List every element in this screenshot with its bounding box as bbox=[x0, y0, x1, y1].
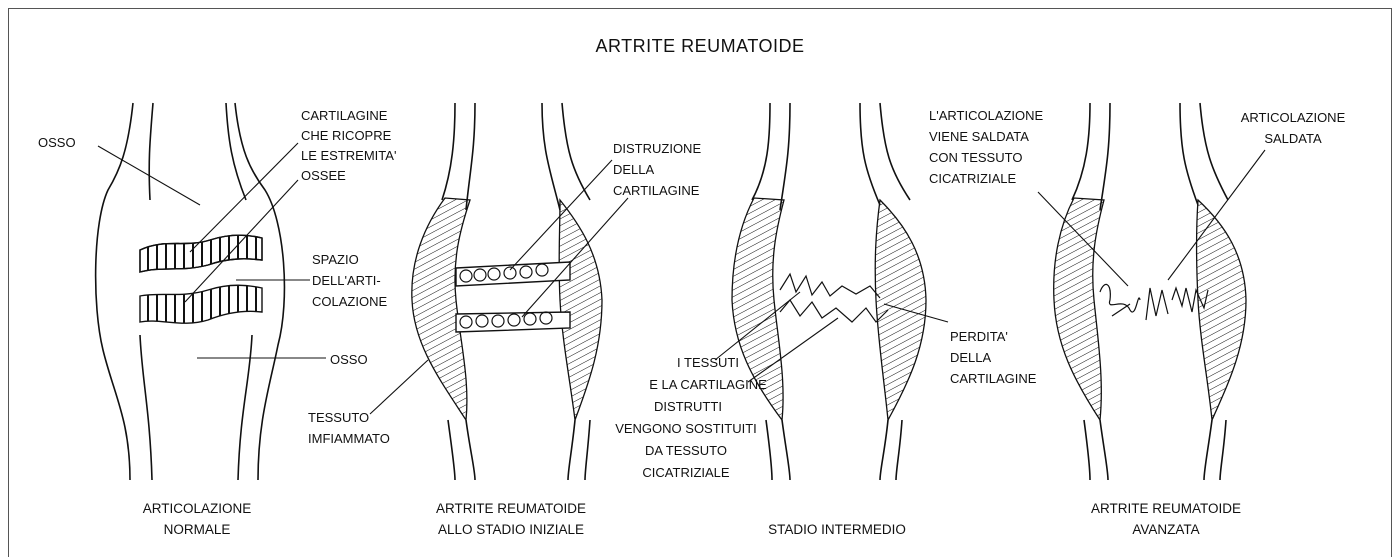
svg-text:CICATRIZIALE: CICATRIZIALE bbox=[642, 465, 729, 480]
svg-text:OSSEE: OSSEE bbox=[301, 168, 346, 183]
advanced-inflamed-left bbox=[1054, 198, 1104, 420]
svg-text:LE ESTREMITA': LE ESTREMITA' bbox=[301, 148, 396, 163]
svg-text:CARTILAGINE: CARTILAGINE bbox=[613, 183, 700, 198]
svg-text:CARTILAGINE: CARTILAGINE bbox=[301, 108, 388, 123]
scar-tissue-advanced bbox=[1100, 284, 1208, 320]
svg-text:ARTICOLAZIONE: ARTICOLAZIONE bbox=[143, 501, 252, 516]
panel-early-stage bbox=[412, 103, 602, 480]
svg-text:VENGONO SOSTITUITI: VENGONO SOSTITUITI bbox=[615, 421, 757, 436]
svg-text:ARTRITE REUMATOIDE: ARTRITE REUMATOIDE bbox=[1091, 501, 1241, 516]
label-distruzione: DISTRUZIONE DELLA CARTILAGINE bbox=[613, 141, 701, 198]
normal-bone-left bbox=[96, 103, 133, 480]
svg-text:E LA CARTILAGINE: E LA CARTILAGINE bbox=[649, 377, 767, 392]
svg-text:DA TESSUTO: DA TESSUTO bbox=[645, 443, 727, 458]
svg-text:DISTRUTTI: DISTRUTTI bbox=[654, 399, 722, 414]
early-inflamed-right bbox=[559, 200, 602, 420]
diagram-title: ARTRITE REUMATOIDE bbox=[595, 36, 804, 56]
svg-text:STADIO INTERMEDIO: STADIO INTERMEDIO bbox=[768, 522, 906, 537]
label-osso-bottom: OSSO bbox=[330, 352, 368, 367]
svg-text:L'ARTICOLAZIONE: L'ARTICOLAZIONE bbox=[929, 108, 1044, 123]
panel-intermediate-stage bbox=[732, 103, 926, 480]
svg-text:CICATRIZIALE: CICATRIZIALE bbox=[929, 171, 1016, 186]
label-tessuti: I TESSUTI E LA CARTILAGINE DISTRUTTI VEN… bbox=[615, 355, 767, 480]
caption-advanced: ARTRITE REUMATOIDE AVANZATA bbox=[1091, 501, 1241, 537]
normal-bone-inner-right bbox=[226, 103, 246, 200]
early-inflamed-left bbox=[412, 198, 470, 420]
label-saldata: ARTICOLAZIONE SALDATA bbox=[1241, 110, 1346, 146]
svg-text:COLAZIONE: COLAZIONE bbox=[312, 294, 387, 309]
intermediate-inflamed-right bbox=[875, 200, 926, 420]
normal-cartilage-lower bbox=[140, 285, 262, 323]
svg-text:CON TESSUTO: CON TESSUTO bbox=[929, 150, 1022, 165]
svg-text:I TESSUTI: I TESSUTI bbox=[677, 355, 739, 370]
label-tessuto: TESSUTO IMFIAMMATO bbox=[308, 410, 390, 446]
svg-text:CARTILAGINE: CARTILAGINE bbox=[950, 371, 1037, 386]
caption-intermediate: STADIO INTERMEDIO bbox=[768, 522, 906, 537]
normal-bone-inner-left bbox=[149, 103, 153, 200]
label-cartilagine: CARTILAGINE CHE RICOPRE LE ESTREMITA' OS… bbox=[301, 108, 396, 183]
label-osso-top: OSSO bbox=[38, 135, 76, 150]
svg-text:SALDATA: SALDATA bbox=[1264, 131, 1322, 146]
early-cartilage-lower bbox=[456, 312, 570, 332]
svg-text:DELLA: DELLA bbox=[613, 162, 655, 177]
label-perdita: PERDITA' DELLA CARTILAGINE bbox=[950, 329, 1037, 386]
svg-text:ARTRITE REUMATOIDE: ARTRITE REUMATOIDE bbox=[436, 501, 586, 516]
svg-text:AVANZATA: AVANZATA bbox=[1132, 522, 1199, 537]
svg-text:CHE RICOPRE: CHE RICOPRE bbox=[301, 128, 392, 143]
svg-text:DELL'ARTI-: DELL'ARTI- bbox=[312, 273, 381, 288]
svg-text:TESSUTO: TESSUTO bbox=[308, 410, 369, 425]
scar-tissue-intermediate bbox=[780, 274, 888, 322]
svg-text:ALLO STADIO INIZIALE: ALLO STADIO INIZIALE bbox=[438, 522, 584, 537]
advanced-inflamed-right bbox=[1197, 200, 1247, 420]
svg-text:ARTICOLAZIONE: ARTICOLAZIONE bbox=[1241, 110, 1346, 125]
caption-early: ARTRITE REUMATOIDE ALLO STADIO INIZIALE bbox=[436, 501, 586, 537]
svg-text:VIENE SALDATA: VIENE SALDATA bbox=[929, 129, 1029, 144]
svg-text:IMFIAMMATO: IMFIAMMATO bbox=[308, 431, 390, 446]
label-saldata-desc: L'ARTICOLAZIONE VIENE SALDATA CON TESSUT… bbox=[929, 108, 1044, 186]
panel-normal-joint bbox=[96, 103, 285, 480]
label-spazio: SPAZIO DELL'ARTI- COLAZIONE bbox=[312, 252, 387, 309]
svg-text:NORMALE: NORMALE bbox=[164, 522, 231, 537]
caption-normal: ARTICOLAZIONE NORMALE bbox=[143, 501, 252, 537]
svg-text:DELLA: DELLA bbox=[950, 350, 992, 365]
svg-text:PERDITA': PERDITA' bbox=[950, 329, 1008, 344]
svg-text:DISTRUZIONE: DISTRUZIONE bbox=[613, 141, 701, 156]
svg-text:SPAZIO: SPAZIO bbox=[312, 252, 359, 267]
